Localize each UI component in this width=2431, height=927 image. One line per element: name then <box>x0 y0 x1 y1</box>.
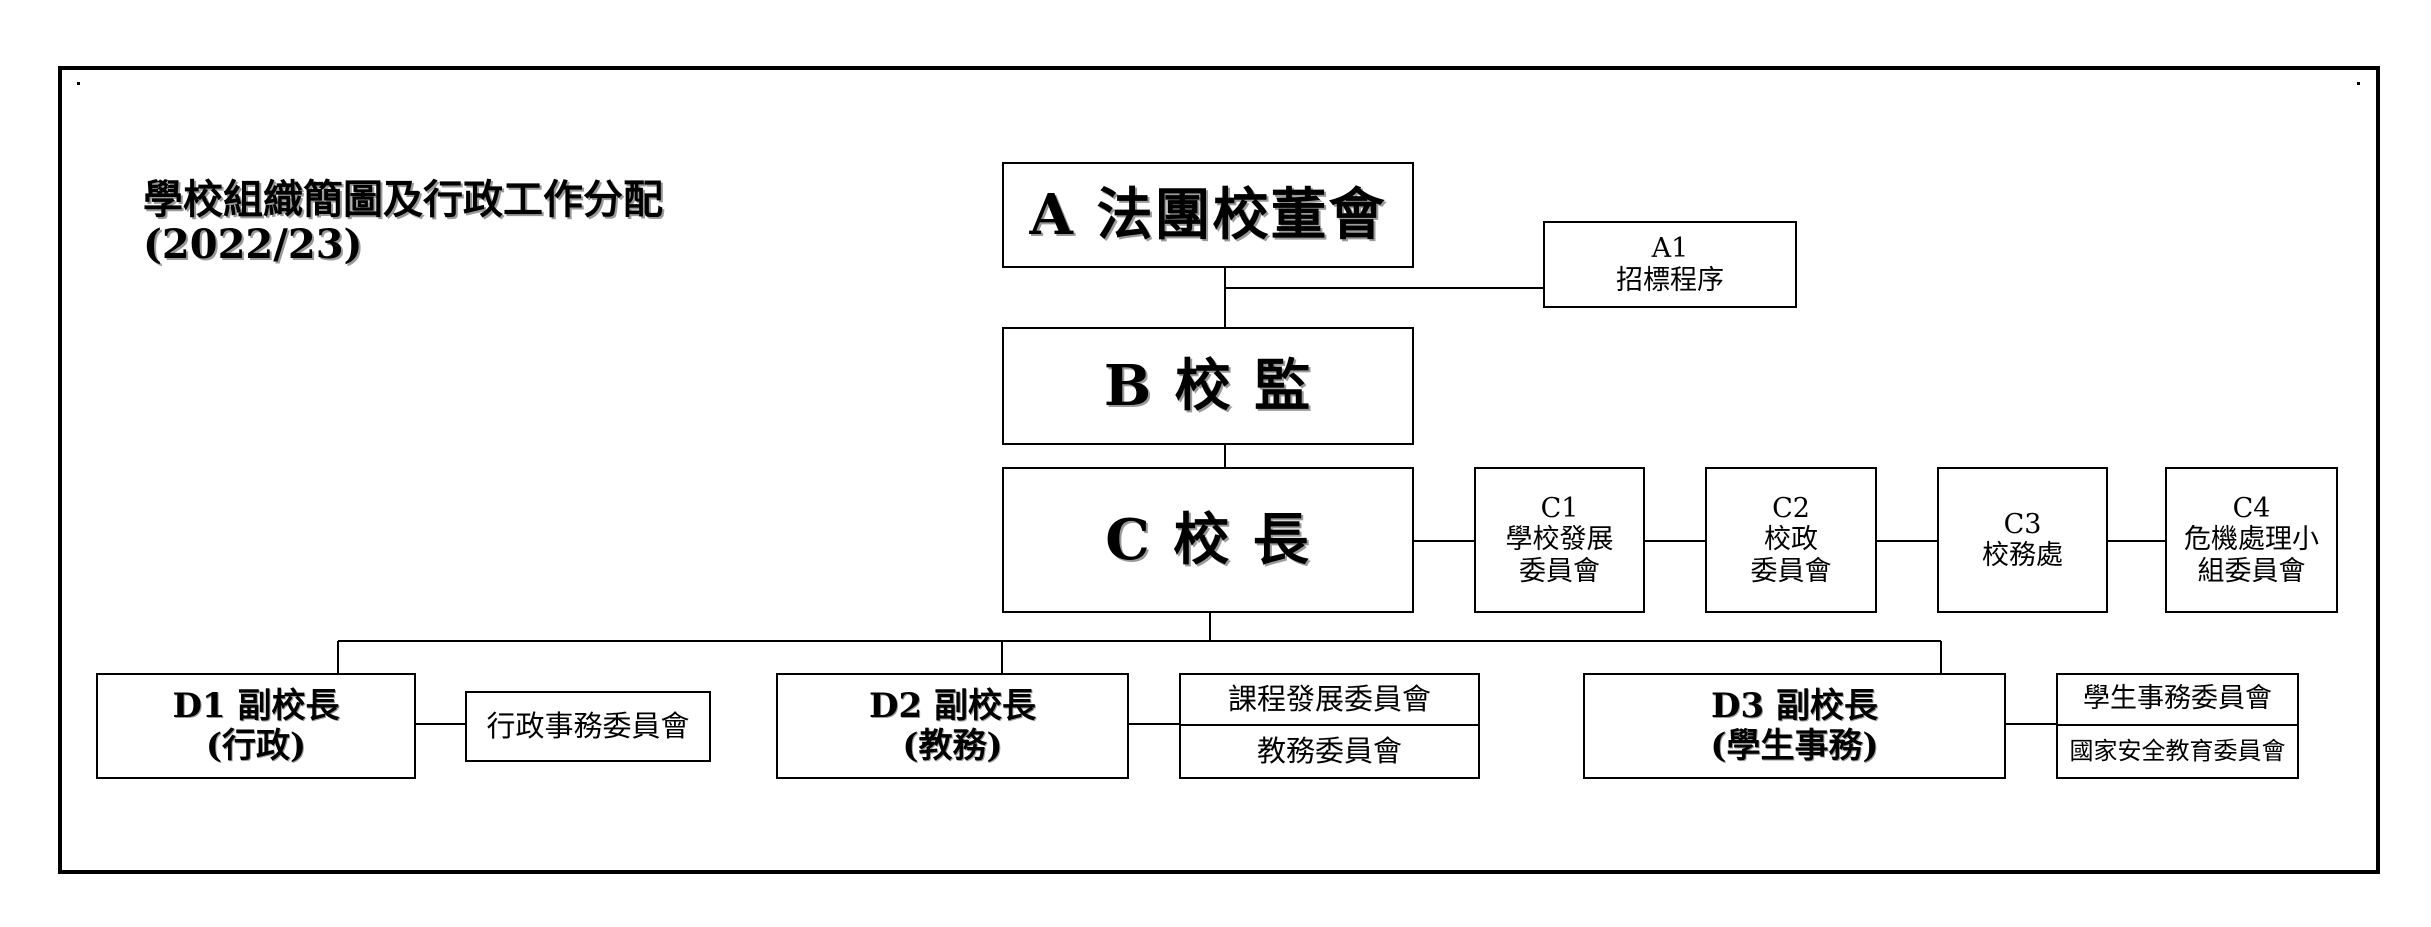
node-a1-name: 招標程序 <box>1616 264 1724 296</box>
node-d3-line2: (學生事務) <box>1710 726 1879 766</box>
corner-mark <box>2357 82 2360 85</box>
node-c3-line1: 校務處 <box>1982 540 2063 571</box>
node-c4: C4 危機處理小 組委員會 <box>2165 467 2338 613</box>
node-c2-line2: 委員會 <box>1750 555 1832 587</box>
node-d2-line2: (教務) <box>902 726 1003 766</box>
node-supervisor-label: B 校 監 <box>1103 352 1313 419</box>
chart-title: 學校組織簡圖及行政工作分配 (2022/23) <box>143 176 663 268</box>
diagram-frame <box>58 66 2380 874</box>
node-c1-code: C1 <box>1540 493 1579 525</box>
node-principal-label: C 校 長 <box>1105 506 1311 573</box>
node-c2: C2 校政 委員會 <box>1705 467 1877 613</box>
node-d1-line2: (行政) <box>205 726 307 766</box>
node-supervisor: B 校 監 <box>1002 327 1414 445</box>
node-board: A 法團校董會 <box>1002 162 1414 268</box>
node-a1-code: A1 <box>1651 233 1689 265</box>
node-d3-committee-1: 學生事務委員會 <box>2083 683 2272 715</box>
node-d3-line1: D3 副校長 <box>1711 685 1878 726</box>
node-d2-committee-row: 教務委員會 <box>1181 726 1478 777</box>
node-d2-committee-1: 課程發展委員會 <box>1227 682 1431 717</box>
node-c4-code: C4 <box>2232 493 2271 525</box>
node-d2-committees: 課程發展委員會 教務委員會 <box>1179 673 1480 779</box>
chart-title-line2: (2022/23) <box>143 220 363 268</box>
node-c4-line1: 危機處理小 <box>2184 524 2319 556</box>
node-c4-line2: 組委員會 <box>2197 555 2306 587</box>
node-d2: D2 副校長 (教務) <box>776 673 1129 779</box>
node-board-label: A 法團校董會 <box>1029 181 1387 248</box>
node-d1: D1 副校長 (行政) <box>96 673 416 779</box>
chart-title-line1: 學校組織簡圖及行政工作分配 <box>143 176 663 223</box>
node-principal: C 校 長 <box>1002 467 1414 613</box>
node-d3-committee-row: 國家安全教育委員會 <box>2058 726 2297 777</box>
node-c3-code: C3 <box>2003 508 2042 540</box>
corner-mark <box>77 82 80 85</box>
node-c1: C1 學校發展 委員會 <box>1474 467 1645 613</box>
node-d3: D3 副校長 (學生事務) <box>1583 673 2006 779</box>
node-d1-committee: 行政事務委員會 <box>465 691 711 762</box>
node-c2-code: C2 <box>1772 493 1810 525</box>
node-d3-committee-2: 國家安全教育委員會 <box>2069 737 2286 766</box>
node-c2-line1: 校政 <box>1764 524 1818 556</box>
node-d1-line1: D1 副校長 <box>172 685 340 726</box>
node-d1-committee-label: 行政事務委員會 <box>486 709 690 744</box>
node-c1-line1: 學校發展 <box>1505 524 1614 556</box>
node-d2-committee-2: 教務委員會 <box>1256 734 1402 769</box>
node-d2-line1: D2 副校長 <box>869 685 1036 726</box>
node-a1-tender: A1 招標程序 <box>1543 221 1797 308</box>
node-c1-line2: 委員會 <box>1519 555 1600 587</box>
node-d3-committee-row: 學生事務委員會 <box>2058 675 2297 726</box>
node-c3: C3 校務處 <box>1937 467 2108 613</box>
node-d2-committee-row: 課程發展委員會 <box>1181 675 1478 726</box>
node-d3-committees: 學生事務委員會 國家安全教育委員會 <box>2056 673 2299 779</box>
